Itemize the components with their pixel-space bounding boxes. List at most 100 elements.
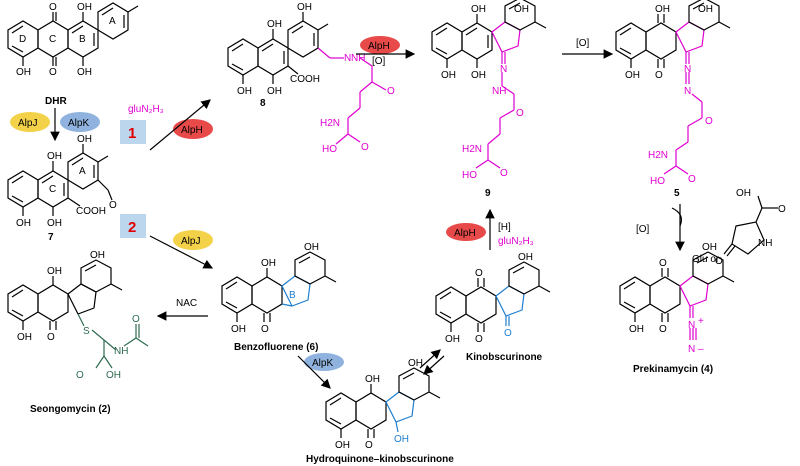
c9-oh-2: OH <box>441 70 456 81</box>
kino-oh-2: OH <box>445 334 460 345</box>
c9-number: 9 <box>485 188 491 199</box>
step-1-number: 1 <box>128 125 136 142</box>
c9-ho2: HO <box>462 170 477 181</box>
alpj-label-2: AlpJ <box>181 236 200 247</box>
seong-oh-2: OH <box>90 250 105 261</box>
c5-o-bottom: O <box>655 70 663 81</box>
compound-9-structure: OH OH OH OH N NH O H2N HO O 9 <box>431 0 547 199</box>
kino-o-blue: O <box>504 328 512 339</box>
kino-o-bottom: O <box>475 334 483 345</box>
pre-oh-2: OH <box>629 324 644 335</box>
h-label: [H] <box>498 222 511 233</box>
hq-oh-blue: OH <box>394 434 409 445</box>
c5-o: O <box>705 116 713 127</box>
alph-ellipse-3 <box>446 223 486 241</box>
alpk-label-1: AlpK <box>68 118 89 129</box>
c8-h2n: H2N <box>320 118 340 129</box>
step-1-branch: 1 gluN₂H₃ AlpH <box>120 99 213 151</box>
kino-o-top: O <box>475 268 483 279</box>
arrow-kino-to-9: [H] gluN₂H₃ AlpH <box>446 208 534 250</box>
glun2h3-reagent-2: gluN₂H₃ <box>498 236 534 247</box>
c9-ho: OH <box>514 4 529 15</box>
seong-oh-acid: OH <box>106 370 121 381</box>
bf-ring-b: B <box>289 290 296 301</box>
alpj-ellipse-2 <box>173 230 213 250</box>
hydroquinone-structure: OH OH OH O OH Hydroquinone–kinobscurinon… <box>306 358 454 465</box>
pre-oh-1: OH <box>702 242 717 253</box>
c8-o: O <box>387 86 395 97</box>
c7-oh-3: OH <box>16 218 31 229</box>
dhr-label: DHR <box>45 96 67 107</box>
seongomycin-label: Seongomycin (2) <box>30 404 111 415</box>
dhr-o-top: O <box>49 2 57 13</box>
c9-oh-3: OH <box>471 70 486 81</box>
seongomycin-structure: OH OH OH O S NH O O OH Seongomycin (2) <box>7 250 149 415</box>
seong-oh-3: OH <box>17 332 32 343</box>
c5-o-top: OH <box>655 4 670 15</box>
c8-oh-4: OH <box>267 86 282 97</box>
alph-label-1: AlpH <box>181 125 203 136</box>
alpk-ellipse-2 <box>304 353 344 371</box>
bf-oh-1: OH <box>261 258 276 269</box>
pyroglutamate-structure: OH O NH O <box>715 188 786 267</box>
c7-aldehyde-o: O <box>109 200 117 211</box>
c8-oh-3: OH <box>237 86 252 97</box>
pyroglu-o2: O <box>715 256 723 267</box>
c7-ho-top: OH <box>77 134 92 145</box>
pre-n2: N <box>688 344 695 355</box>
c8-number: 8 <box>260 98 266 109</box>
c5-n2: N <box>684 86 691 97</box>
c9-h2n: H2N <box>462 144 482 155</box>
c7-ring-c: C <box>49 184 56 195</box>
dhr-structure: O O OH OH OH D C B A DHR <box>7 2 139 107</box>
pre-o-top: O <box>659 258 667 269</box>
seong-s: S <box>83 326 90 337</box>
c7-oh-2: OH <box>47 218 62 229</box>
alpj-alpk-enzymes: AlpJ AlpK <box>10 108 100 142</box>
dhr-oh-3: OH <box>77 67 92 78</box>
step-2-box <box>120 214 146 238</box>
alpk-ellipse-1 <box>60 112 100 132</box>
pre-n1: N <box>688 320 695 331</box>
ring-b-label: B <box>79 34 86 45</box>
seong-o: O <box>47 332 55 343</box>
prekinamycin-structure: O OH OH O N + N – Prekinamycin (4) <box>619 242 735 375</box>
glu-or-label: Glu or <box>692 254 720 265</box>
alpj-label-1: AlpJ <box>18 118 37 129</box>
c5-o2: O <box>688 174 696 185</box>
c9-n1: N <box>500 64 507 75</box>
c5-number: 5 <box>674 188 680 199</box>
compound-7-structure: OH OH OH OH COOH O C A 7 <box>7 134 117 243</box>
dhr-oh-1: OH <box>77 2 92 13</box>
step-2-branch: 2 AlpJ <box>120 214 214 269</box>
c8-nh: NH <box>351 53 365 64</box>
benzofluorene-label: Benzofluorene (6) <box>234 342 318 353</box>
hydroquinone-label: Hydroquinone–kinobscurinone <box>306 454 454 465</box>
pre-minus: – <box>698 344 704 355</box>
seong-oh-1: OH <box>47 266 62 277</box>
c8-n: N <box>344 53 351 64</box>
kino-oh-1: OH <box>518 252 533 263</box>
c8-cooh: COOH <box>290 74 320 85</box>
dhr-oh-2: OH <box>16 67 31 78</box>
seong-o-acid: O <box>76 370 84 381</box>
c5-oh: OH <box>625 70 640 81</box>
arrow-9-to-5: [O] <box>562 38 614 59</box>
glun2h3-reagent-1: gluN₂H₃ <box>128 104 164 115</box>
c8-oh-1: OH <box>267 19 282 30</box>
alph-ellipse-2 <box>360 36 400 54</box>
ring-d-label: D <box>19 34 26 45</box>
compound-8-structure: OH OH OH OH COOH N NH O H2N HO O 8 <box>227 2 395 155</box>
c7-number: 7 <box>48 232 54 243</box>
nac-label: NAC <box>176 298 197 309</box>
c8-oh-2: OH <box>297 2 312 13</box>
hq-oh-1: OH <box>365 374 380 385</box>
ox-label-2: [O] <box>576 38 590 49</box>
bf-o: O <box>261 324 269 335</box>
ring-c-label: C <box>49 34 56 45</box>
ring-a-label: A <box>109 16 116 27</box>
c9-o2: O <box>500 168 508 179</box>
c5-n1: N <box>684 64 691 75</box>
c9-n2: NH <box>492 86 506 97</box>
